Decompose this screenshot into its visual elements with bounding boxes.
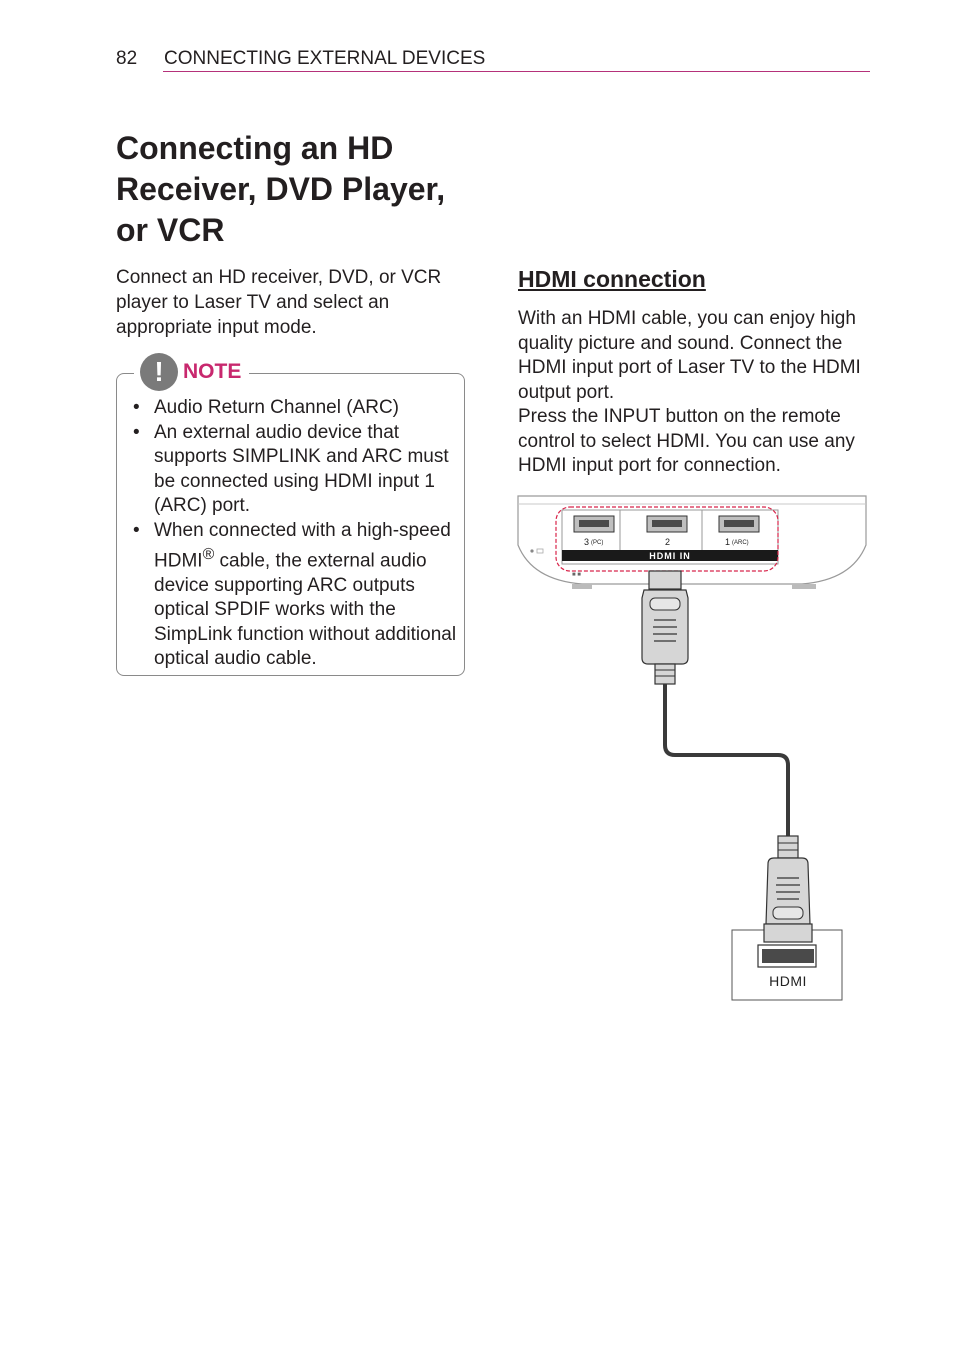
note-box <box>116 373 465 676</box>
hdmi-paragraph: Press the INPUT button on the remote con… <box>518 406 855 476</box>
intro-paragraph: Connect an HD receiver, DVD, or VCR play… <box>116 267 442 338</box>
hdmi-cable <box>663 684 790 836</box>
registered-mark: ® <box>202 546 215 563</box>
hdmi-plug-top-icon <box>641 570 689 685</box>
hdmi-connection-diagram: ■ ■ 3 (PC) 2 1 (ARC) HDMI IN <box>517 495 867 1001</box>
bullet-icon: • <box>133 421 140 443</box>
hdmi-section-heading: HDMI connection <box>518 266 706 292</box>
exclamation-icon: ! <box>140 353 178 391</box>
header-divider <box>163 71 870 72</box>
port-number: 3 <box>584 537 589 547</box>
port-number: 1 <box>725 537 730 547</box>
title-line: Connecting an HD <box>116 130 394 166</box>
note-label: NOTE <box>183 360 242 383</box>
hdmi-plug-bottom-icon <box>765 835 811 925</box>
note-item: •When connected with a high-speed HDMI® … <box>133 519 457 670</box>
page-number: 82 <box>116 48 138 69</box>
note-item: •Audio Return Channel (ARC) <box>133 396 459 421</box>
note-item: •An external audio device that supports … <box>133 421 449 517</box>
port-tag: (ARC) <box>732 540 749 546</box>
page-title: Connecting an HD Receiver, DVD Player, o… <box>116 128 496 251</box>
bullet-icon: • <box>133 397 140 418</box>
hdmi-in-label: HDMI IN <box>649 551 691 561</box>
hdmi-section-body: With an HDMI cable, you can enjoy high q… <box>518 307 878 479</box>
hdmi-paragraph: With an HDMI cable, you can enjoy high q… <box>518 308 861 403</box>
port-number: 2 <box>665 537 670 547</box>
section-header: CONNECTING EXTERNAL DEVICES <box>164 48 486 69</box>
bullet-icon: • <box>133 519 140 541</box>
title-line: Receiver, DVD Player, <box>116 171 446 207</box>
note-list: •Audio Return Channel (ARC) •An external… <box>133 396 459 672</box>
title-line: or VCR <box>116 212 225 248</box>
port-tag: (PC) <box>591 540 603 546</box>
external-device-label: HDMI <box>769 973 807 989</box>
svg-text:■ ■: ■ ■ <box>572 572 581 578</box>
note-header: ! NOTE <box>134 350 250 394</box>
indicator-icon <box>530 549 534 553</box>
port-highlight <box>555 506 779 572</box>
